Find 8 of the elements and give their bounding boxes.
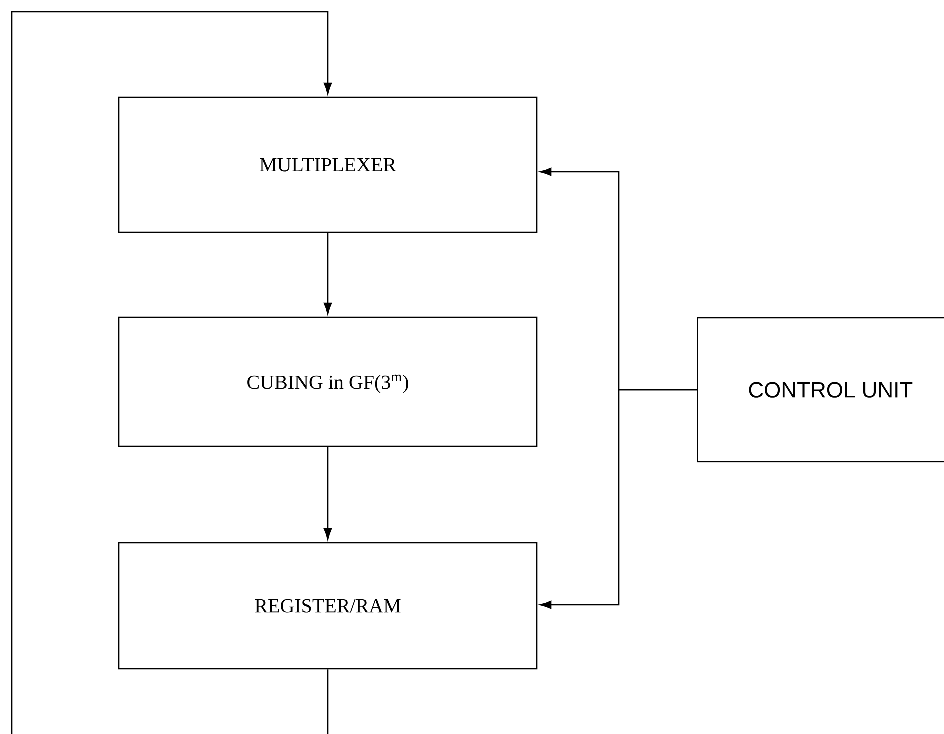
arrow — [324, 447, 332, 540]
block-box: MULTIPLEXER — [118, 96, 538, 234]
arrow — [540, 389, 697, 610]
block-box: REGISTER/RAM — [118, 542, 538, 670]
arrow — [324, 233, 332, 314]
block-box: CUBING in GF(3$^{m}$) — [118, 316, 538, 448]
arrow — [11, 11, 332, 734]
block-box: CONTROL UNIT — [697, 317, 944, 463]
